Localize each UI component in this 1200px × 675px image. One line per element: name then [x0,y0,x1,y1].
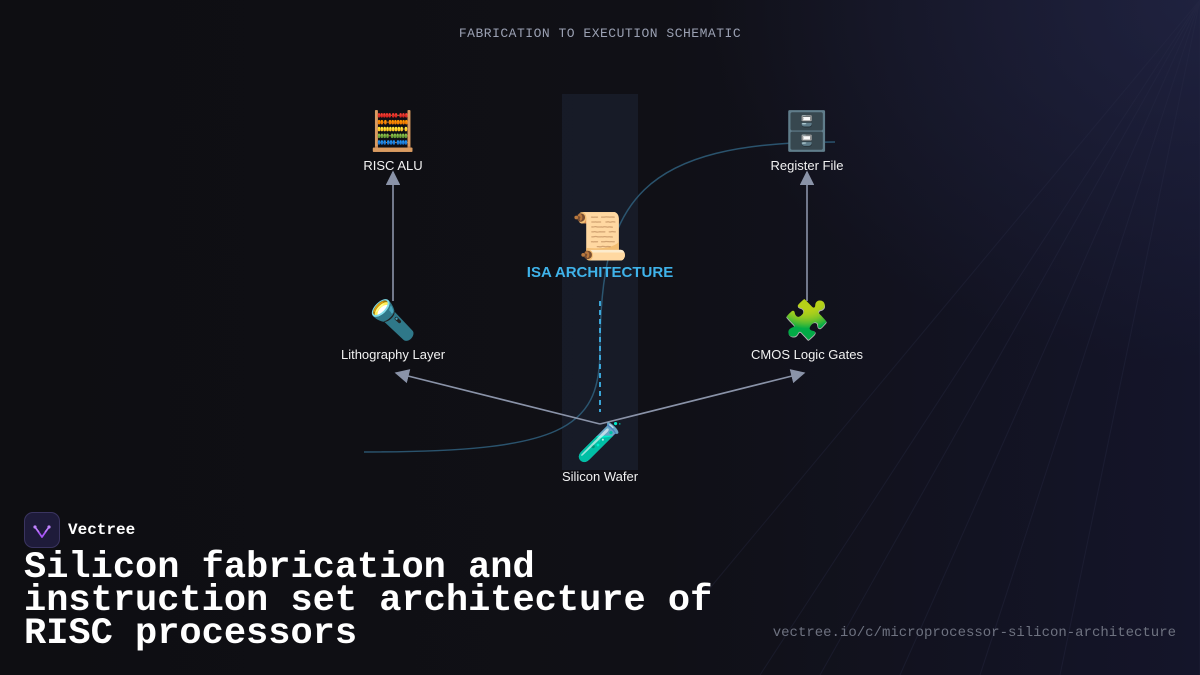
brand[interactable]: Vectree [24,512,135,548]
scroll-icon: 📜 [571,210,629,262]
isa-center-band [562,94,638,470]
brand-name: Vectree [68,521,136,539]
test-tube-icon: 🧪 [576,422,624,464]
flashlight-icon: 🔦 [369,300,417,342]
node-label: CMOS Logic Gates [751,347,863,362]
node-label: Silicon Wafer [561,469,639,484]
node-label: Lithography Layer [340,347,446,362]
node-risc-alu: 🧮 RISC ALU [363,110,422,173]
puzzle-piece-icon: 🧩 [783,300,831,342]
node-label: Register File [770,158,844,173]
page-url[interactable]: vectree.io/c/microprocessor-silicon-arch… [772,625,1176,641]
node-label: RISC ALU [363,158,423,173]
vectree-logo-icon [24,512,60,548]
edge-wafer-to-lithography [394,369,601,425]
file-cabinet-icon: 🗄️ [783,111,831,153]
node-silicon-wafer: 🧪 Silicon Wafer [562,421,638,484]
schematic-title: FABRICATION TO EXECUTION SCHEMATIC [458,26,742,41]
edge-wafer-to-cmos [599,369,806,425]
node-isa-architecture: 📜 ISA ARCHITECTURE [527,210,673,281]
node-lithography-layer: 🔦 Lithography Layer [341,299,445,362]
page-title: Silicon fabrication and instruction set … [24,547,713,655]
node-label: ISA ARCHITECTURE [526,264,674,281]
abacus-icon: 🧮 [369,111,417,153]
node-register-file: 🗄️ Register File [771,110,844,173]
node-cmos-logic-gates: 🧩 CMOS Logic Gates [751,299,863,362]
flow-curve [363,141,836,453]
